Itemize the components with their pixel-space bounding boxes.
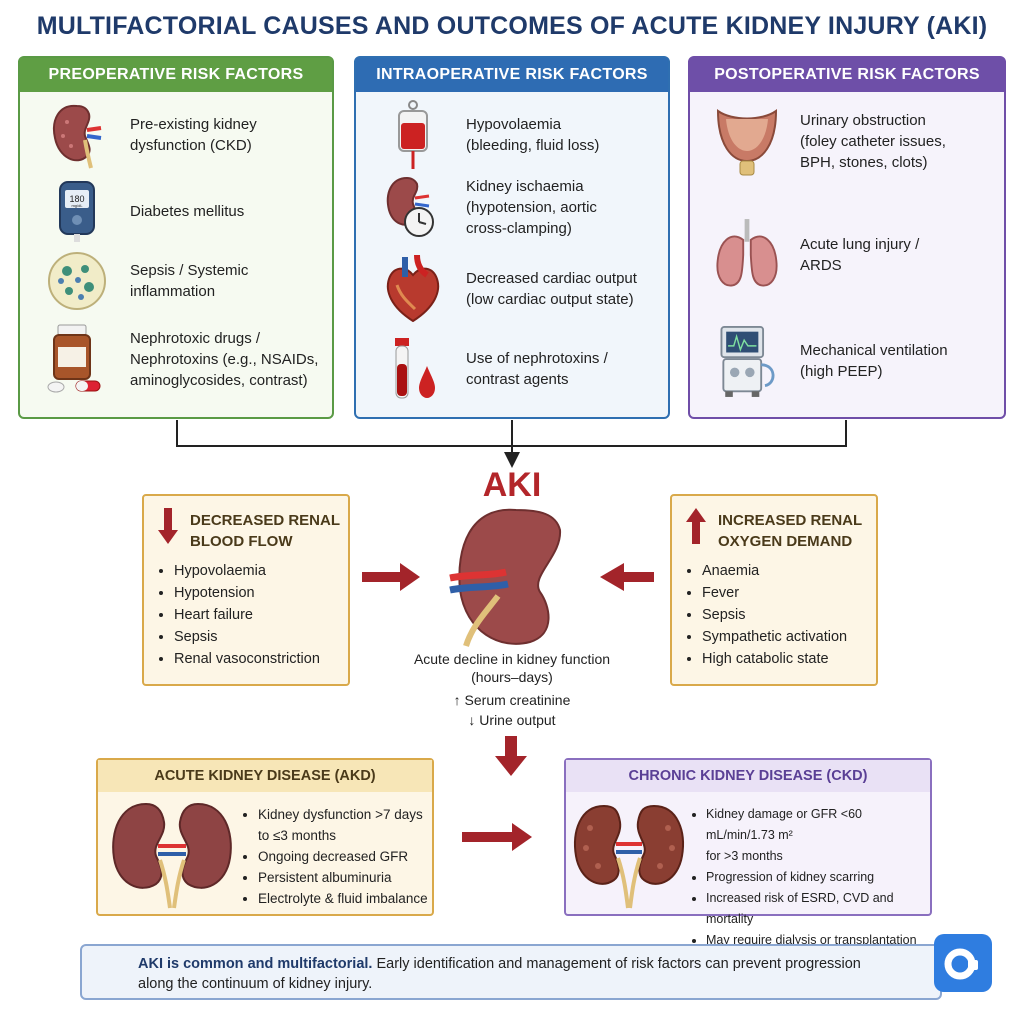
arrow-down-icon (158, 508, 178, 544)
glucose-reading: 180 (69, 194, 84, 204)
list-item: Fever (702, 582, 847, 604)
box-heading: INCREASED RENAL OXYGEN DEMAND (718, 512, 863, 550)
risk-label: Mechanical ventilation (high PEEP) (800, 342, 948, 380)
kidneys-icon (112, 802, 232, 909)
risk-label: Kidney ischaemia (hypotension, aortic cr… (466, 177, 597, 237)
intraoperative-panel: INTRAOPERATIVE RISK FACTORS Hypovolaemia… (354, 56, 670, 419)
postoperative-heading: POSTOPERATIVE RISK FACTORS (690, 58, 1004, 92)
preoperative-heading: PREOPERATIVE RISK FACTORS (20, 58, 332, 92)
blood-bag-icon (378, 100, 448, 170)
arrow-up-icon (686, 508, 706, 544)
list-item: May require dialysis or transplantation (706, 930, 930, 951)
risk-item: Acute lung injury / ARDS (690, 219, 1004, 290)
risk-label: Sepsis / Systemic inflammation (130, 262, 249, 300)
risk-item: Hypovolaemia (bleeding, fluid loss) (356, 100, 668, 170)
risk-label: Urinary obstruction (foley catheter issu… (800, 111, 946, 171)
summary-banner: AKI is common and multifactorial. Early … (80, 944, 942, 1000)
ckd-box: CHRONIC KIDNEY DISEASE (CKD) Kidney dama… (564, 758, 932, 947)
risk-label: Decreased cardiac output (low cardiac ou… (466, 270, 637, 308)
urine-marker: ↓ Urine output (468, 712, 556, 728)
list-item: Hypotension (174, 582, 320, 604)
list-item: Electrolyte & fluid imbalance (258, 888, 428, 909)
summary-text: AKI is common and multifactorial. Early … (138, 954, 898, 994)
risk-item: Kidney ischaemia (hypotension, aortic cr… (356, 172, 668, 242)
list-item: High catabolic state (702, 648, 847, 670)
bladder-icon (712, 106, 782, 176)
risk-item: Pre-existing kidney dysfunction (CKD) (20, 100, 332, 170)
increased-oxygen-demand-box: INCREASED RENAL OXYGEN DEMAND Anaemia Fe… (670, 494, 878, 686)
list-item: Progression of kidney scarring (706, 867, 930, 888)
ventilator-icon (712, 326, 782, 397)
intraoperative-heading: INTRAOPERATIVE RISK FACTORS (356, 58, 668, 92)
list-item: Kidney damage or GFR <60 mL/min/1.73 m² … (706, 804, 930, 867)
aki-description: Acute decline in kidney function (hours–… (413, 651, 611, 685)
scarred-kidneys-icon (574, 804, 684, 909)
postoperative-panel: POSTOPERATIVE RISK FACTORS Urinary obstr… (688, 56, 1006, 419)
ckd-list: Kidney damage or GFR <60 mL/min/1.73 m² … (692, 804, 930, 951)
risk-item: Decreased cardiac output (low cardiac ou… (356, 254, 668, 324)
list-item: Kidney dysfunction >7 days to ≤3 months (258, 804, 428, 846)
akd-box: ACUTE KIDNEY DISEASE (AKD) Kidney dysfun… (96, 758, 434, 916)
risk-item: Nephrotoxic drugs / Nephrotoxins (e.g., … (20, 324, 332, 394)
list-item: Anaemia (702, 560, 847, 582)
risk-item: Sepsis / Systemic inflammation (20, 246, 332, 316)
ckd-heading: CHRONIC KIDNEY DISEASE (CKD) (566, 760, 930, 792)
risk-item: Mechanical ventilation (high PEEP) (690, 326, 1004, 397)
box-list: Hypovolaemia Hypotension Heart failure S… (156, 560, 320, 670)
list-item: Sepsis (174, 626, 320, 648)
list-item: Persistent albuminuria (258, 867, 428, 888)
risk-label: Use of nephrotoxins / contrast agents (466, 350, 608, 388)
arrow-right-icon (462, 823, 532, 851)
list-item: Renal vasoconstriction (174, 648, 320, 670)
risk-label: Pre-existing kidney dysfunction (CKD) (130, 116, 257, 154)
blood-tube-icon (378, 334, 448, 404)
arrow-left-icon (600, 563, 654, 591)
list-item: Sepsis (702, 604, 847, 626)
aki-markers: ↑ Serum creatinine ↓ Urine output (400, 690, 624, 730)
risk-label: Acute lung injury / ARDS (800, 236, 920, 274)
lungs-icon (712, 219, 782, 290)
akd-list: Kidney dysfunction >7 days to ≤3 months … (244, 804, 428, 909)
list-item: Sympathetic activation (702, 626, 847, 648)
risk-label: Nephrotoxic drugs / Nephrotoxins (e.g., … (130, 329, 319, 389)
page-title: MULTIFACTORIAL CAUSES AND OUTCOMES OF AC… (36, 12, 988, 40)
kidney-clock-icon (378, 172, 448, 242)
pill-bottle-icon (42, 324, 112, 394)
creatinine-marker: ↑ Serum creatinine (453, 692, 571, 708)
list-item: Hypovolaemia (174, 560, 320, 582)
box-heading: DECREASED RENAL BLOOD FLOW (190, 512, 341, 550)
arrow-right-icon (362, 563, 420, 591)
preoperative-panel: PREOPERATIVE RISK FACTORS Pre-existing k… (18, 56, 334, 419)
box-list: Anaemia Fever Sepsis Sympathetic activat… (684, 560, 847, 670)
risk-label: Hypovolaemia (bleeding, fluid loss) (466, 116, 600, 154)
akd-heading: ACUTE KIDNEY DISEASE (AKD) (98, 760, 432, 792)
heart-icon (378, 254, 448, 324)
summary-body: Early identification and management of r… (138, 956, 861, 992)
list-item: Ongoing decreased GFR (258, 846, 428, 867)
risk-item: Urinary obstruction (foley catheter issu… (690, 106, 1004, 176)
decreased-blood-flow-box: DECREASED RENAL BLOOD FLOW Hypovolaemia … (142, 494, 350, 686)
summary-bold: AKI is common and multifactorial. (138, 956, 373, 972)
bacteria-icon (42, 246, 112, 316)
glucose-unit: mg/dL (71, 203, 83, 208)
list-item: Heart failure (174, 604, 320, 626)
aki-label: AKI (482, 466, 542, 504)
arrow-down-icon (495, 736, 527, 776)
risk-label: Diabetes mellitus (130, 202, 245, 220)
list-item: Increased risk of ESRD, CVD and mortalit… (706, 888, 930, 930)
risk-item: Use of nephrotoxins / contrast agents (356, 334, 668, 404)
kidney-icon (449, 508, 562, 647)
kidney-icon (42, 100, 112, 170)
app-logo-icon[interactable] (934, 934, 992, 992)
